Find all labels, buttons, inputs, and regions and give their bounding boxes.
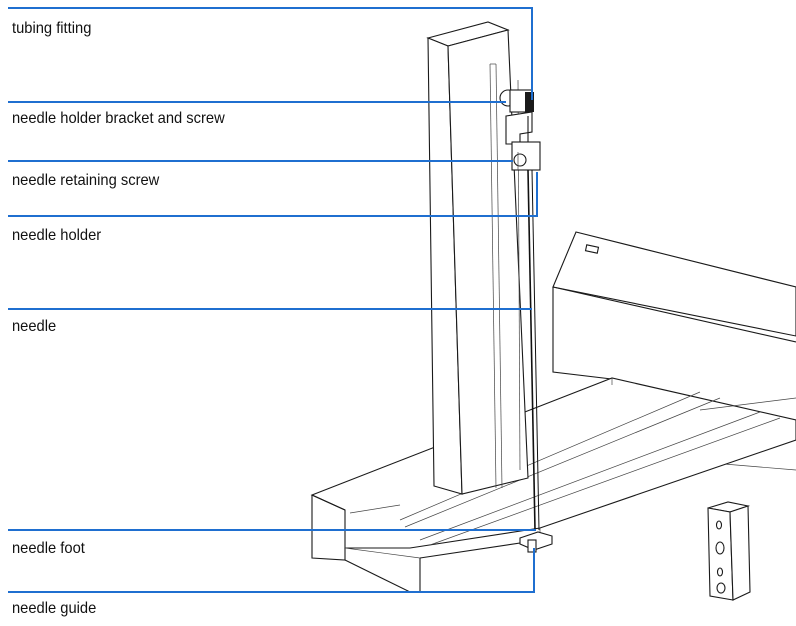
label-needle-foot: needle foot xyxy=(12,540,85,557)
needle-holder-bracket xyxy=(499,89,541,171)
housing-box xyxy=(552,231,796,471)
needle-foot xyxy=(519,531,553,553)
leader-needle-holder xyxy=(8,172,538,217)
leader-lines xyxy=(8,7,538,593)
label-needle-holder: needle holder xyxy=(12,227,102,244)
leader-needle-guide xyxy=(8,548,535,593)
label-needle-retaining-screw: needle retaining screw xyxy=(12,172,160,189)
label-needle-guide: needle guide xyxy=(12,600,97,617)
needle-guide-part xyxy=(707,501,751,601)
label-needle: needle xyxy=(12,318,57,335)
needle xyxy=(527,169,540,531)
leader-tubing-fitting xyxy=(8,7,533,100)
label-needle-holder-bracket-and-screw: needle holder bracket and screw xyxy=(12,110,225,127)
vertical-column xyxy=(426,21,529,495)
label-tubing-fitting: tubing fitting xyxy=(12,20,92,37)
